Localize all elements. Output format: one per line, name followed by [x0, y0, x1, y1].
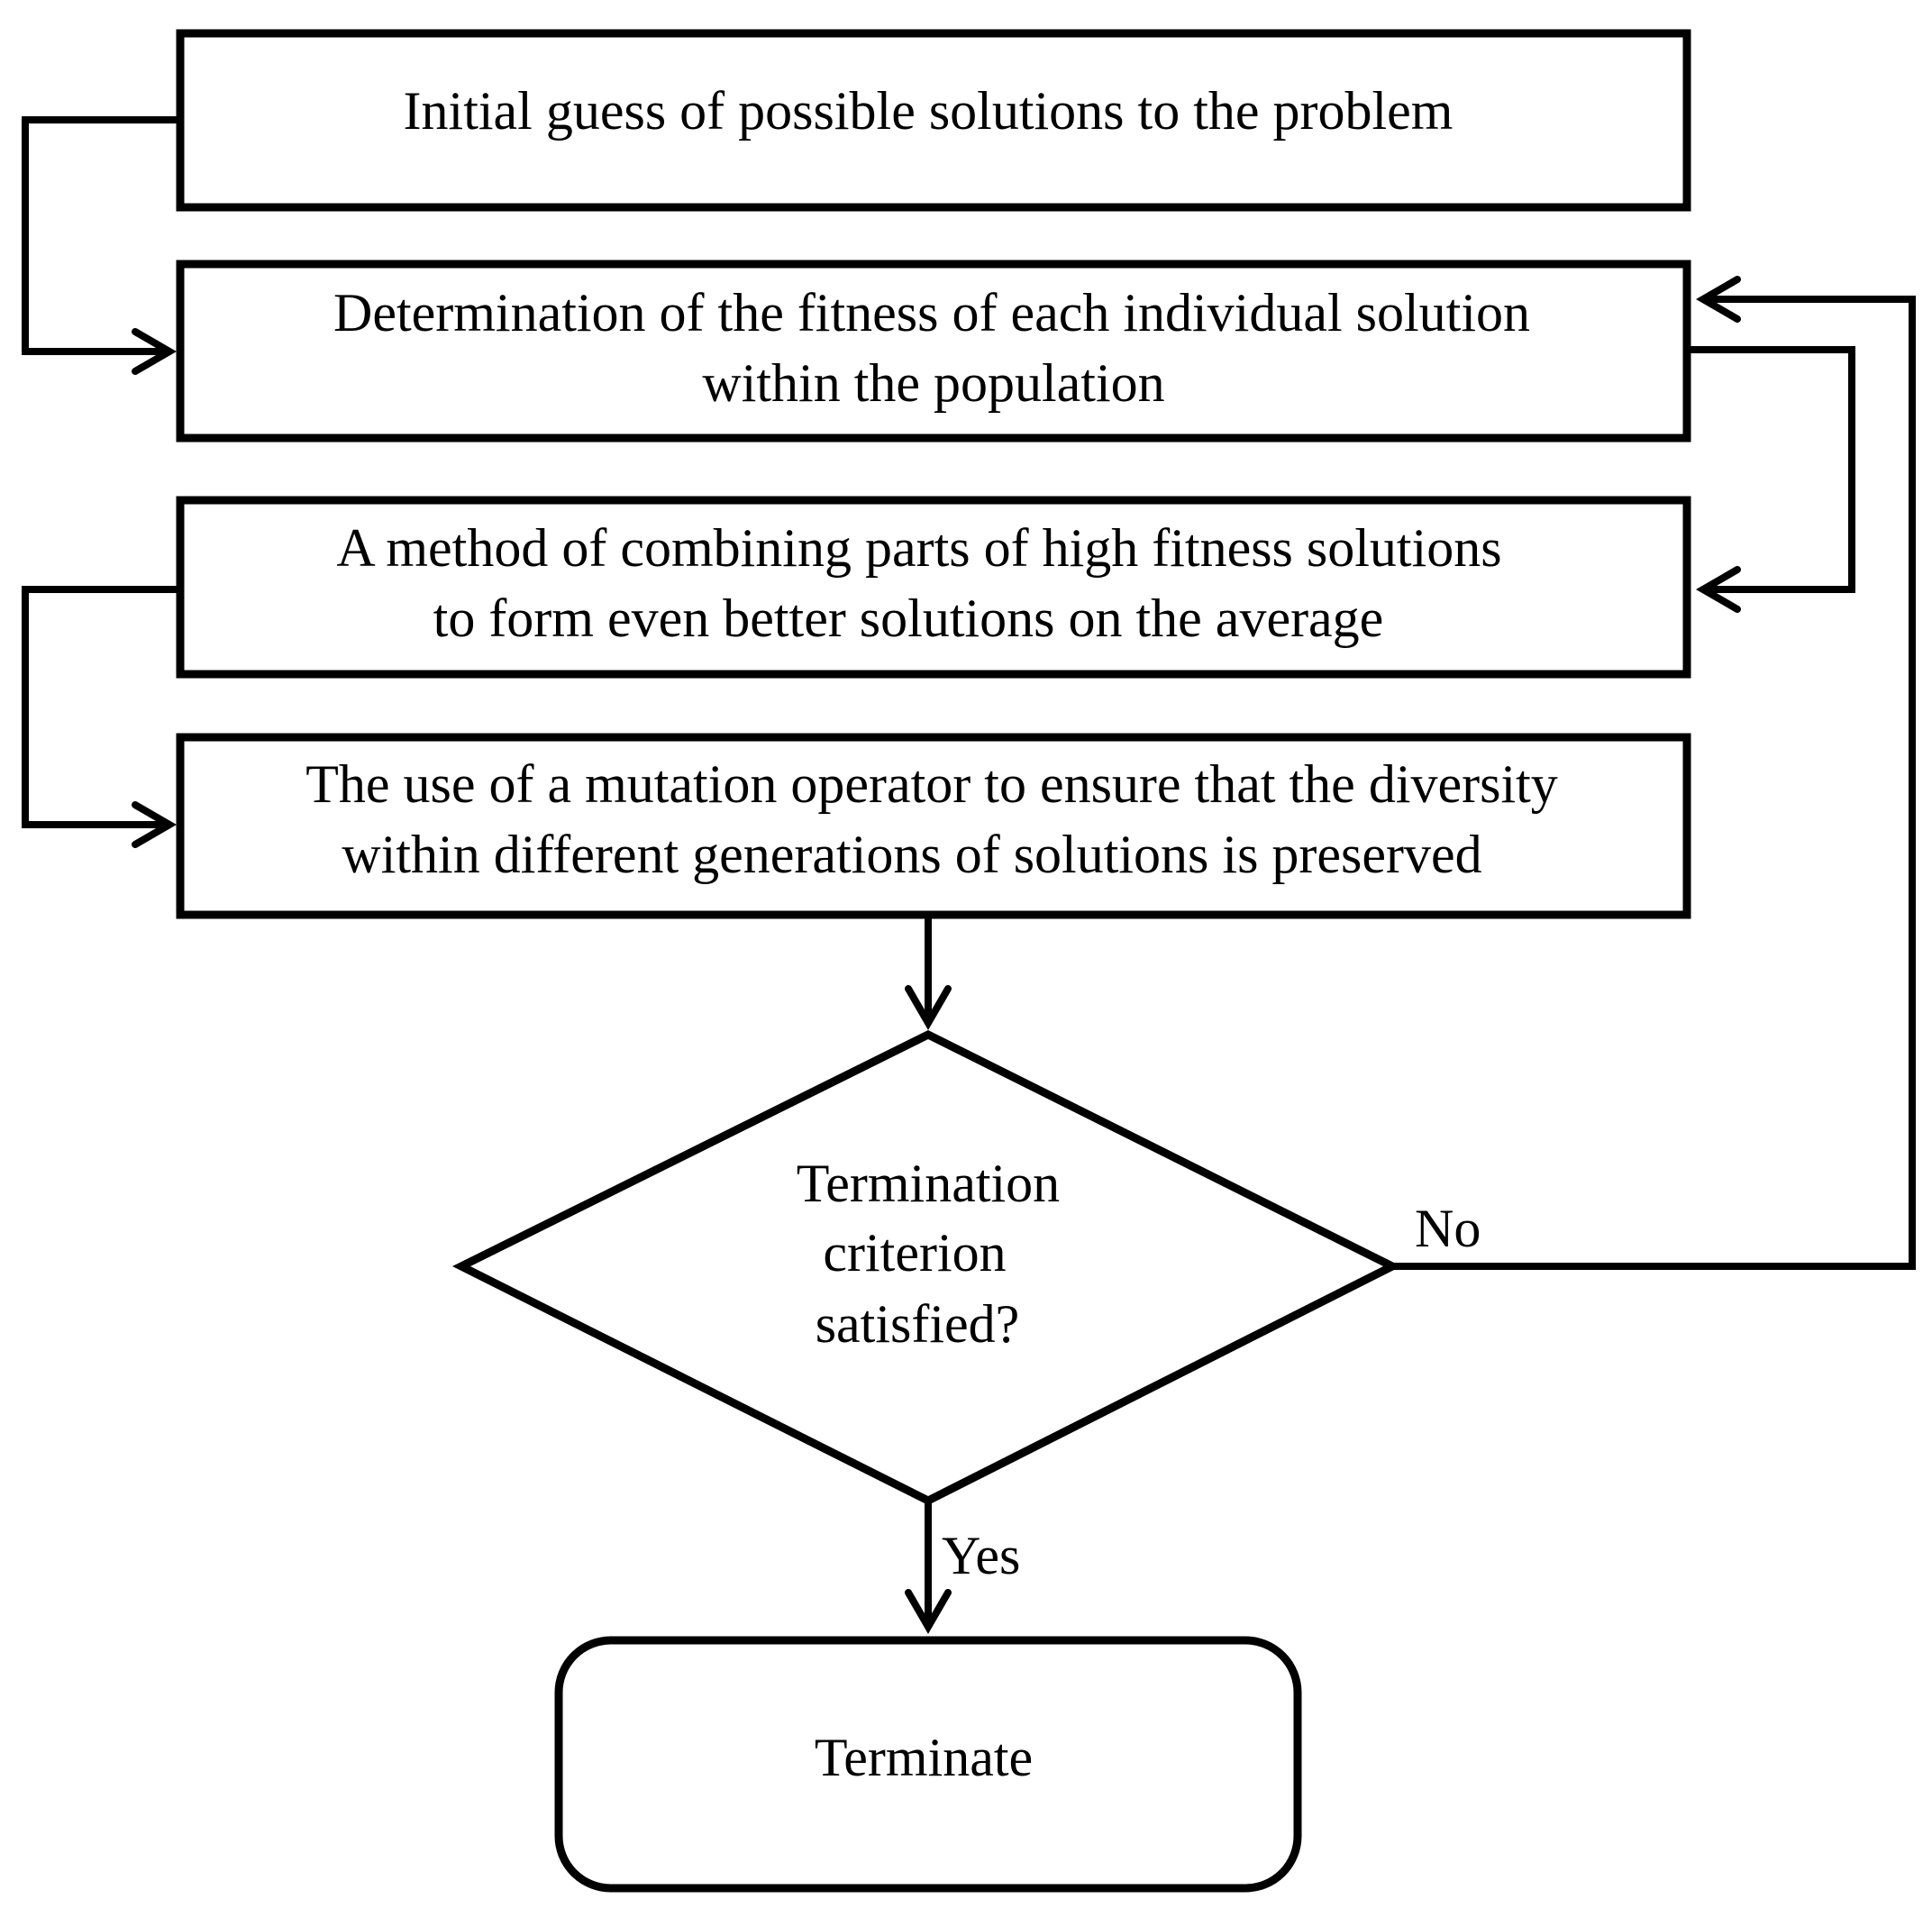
- mutation-line-1: The use of a mutation operator to ensure…: [305, 754, 1558, 814]
- edge-initial-to-fitness: [22, 116, 180, 355]
- crossover-line-2: to form even better solutions on the ave…: [433, 589, 1384, 648]
- edge-crossover-to-mutation: [22, 586, 180, 828]
- fitness-line-2: within the population: [702, 353, 1164, 413]
- decision-line-2: criterion: [823, 1223, 1006, 1283]
- node-crossover: A method of combining parts of high fitn…: [176, 496, 1691, 679]
- decision-line-1: Termination: [797, 1154, 1060, 1213]
- crossover-line-1: A method of combining parts of high fitn…: [336, 518, 1501, 578]
- node-initial-guess: Initial guess of possible solutions to t…: [176, 29, 1691, 212]
- mutation-line-2: within different generations of solution…: [342, 825, 1481, 884]
- arrowhead-crossover-right: [1696, 566, 1741, 613]
- node-terminate: Terminate: [554, 1636, 1302, 1893]
- edge-label-yes: Yes: [942, 1526, 1020, 1585]
- edge-decision-no-loop: [1392, 296, 1916, 1270]
- node-mutation: The use of a mutation operator to ensure…: [176, 733, 1691, 919]
- connectors: [22, 116, 1916, 1634]
- terminate-label: Terminate: [815, 1728, 1033, 1787]
- edge-fitness-to-crossover: [1687, 346, 1855, 593]
- arrowhead-fitness-left: [132, 328, 177, 375]
- node-fitness: Determination of the fitness of each ind…: [176, 260, 1691, 443]
- node-decision: Termination criterion satisfied?: [451, 1029, 1402, 1506]
- decision-line-3: satisfied?: [816, 1294, 1020, 1354]
- edge-label-no: No: [1415, 1199, 1481, 1258]
- arrowhead-terminate-top: [905, 1589, 952, 1634]
- initial-guess-line-1: Initial guess of possible solutions to t…: [404, 81, 1454, 141]
- arrowhead-mutation-left: [132, 801, 177, 848]
- arrowhead-decision-top: [905, 985, 952, 1030]
- fitness-line-1: Determination of the fitness of each ind…: [333, 283, 1530, 342]
- arrowhead-fitness-right: [1696, 276, 1741, 323]
